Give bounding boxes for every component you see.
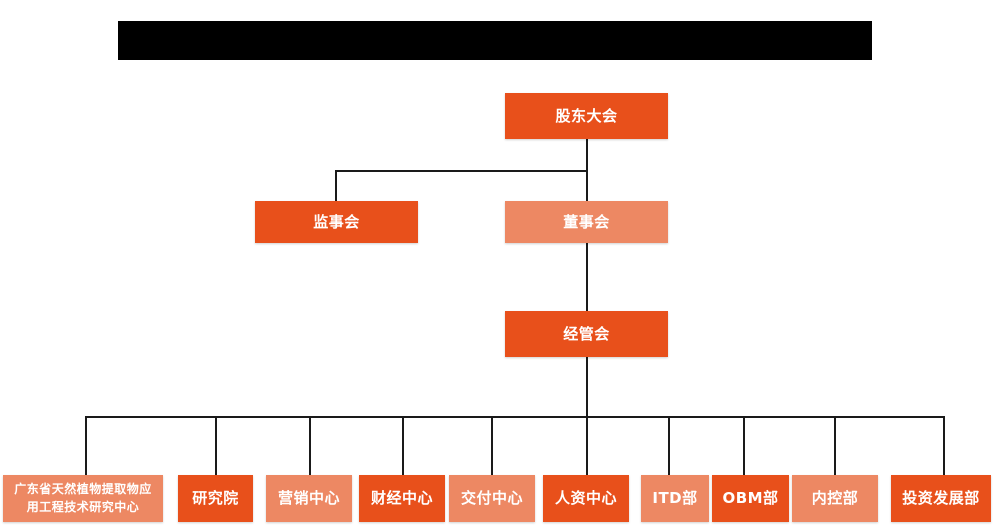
org-node-label: 广东省天然植物提取物应 用工程技术研究中心	[10, 481, 156, 516]
connector-drop-internal-ctrl	[834, 416, 836, 475]
org-node-label: 经管会	[563, 324, 610, 343]
connector-drop-research-ctr	[85, 416, 87, 475]
connector-drop-investment	[943, 416, 945, 475]
org-node-label-line1: 广东省天然植物提取物应	[14, 482, 152, 497]
connector-shareholders-down	[586, 139, 588, 171]
connector-to-directors	[586, 170, 588, 201]
connector-drop-institute	[215, 416, 217, 475]
connector-to-supervisors	[335, 170, 337, 201]
org-node-label: 营销中心	[277, 489, 340, 508]
org-node-label: OBM部	[722, 489, 779, 508]
connector-management-down	[586, 357, 588, 417]
connector-department-bus	[85, 416, 943, 418]
org-node-research-ctr[interactable]: 广东省天然植物提取物应 用工程技术研究中心	[3, 475, 163, 522]
org-node-label: 股东大会	[555, 106, 618, 125]
org-node-internal-ctrl[interactable]: 内控部	[792, 475, 878, 522]
connector-drop-marketing	[309, 416, 311, 475]
connector-drop-itd	[668, 416, 670, 475]
org-node-supervisors[interactable]: 监事会	[255, 201, 418, 243]
redacted-title-banner	[118, 21, 872, 60]
org-node-obm[interactable]: OBM部	[712, 475, 789, 522]
org-node-delivery[interactable]: 交付中心	[449, 475, 535, 522]
org-node-shareholders[interactable]: 股东大会	[505, 93, 668, 139]
org-node-label: 财经中心	[370, 489, 433, 508]
org-node-label-line2: 用工程技术研究中心	[26, 499, 140, 514]
org-node-label: 研究院	[192, 489, 239, 508]
org-node-label: 监事会	[313, 212, 360, 231]
connector-drop-hr	[586, 416, 588, 475]
org-node-finance[interactable]: 财经中心	[359, 475, 445, 522]
org-node-label: 董事会	[563, 212, 610, 231]
org-node-itd[interactable]: ITD部	[641, 475, 709, 522]
connector-directors-to-management	[586, 243, 588, 311]
org-node-label: 内控部	[811, 489, 859, 508]
connector-drop-obm	[743, 416, 745, 475]
connector-tier2-horizontal	[335, 170, 588, 172]
org-node-management[interactable]: 经管会	[505, 311, 668, 357]
connector-drop-delivery	[491, 416, 493, 475]
org-node-label: 交付中心	[460, 489, 523, 508]
org-node-hr[interactable]: 人资中心	[543, 475, 629, 522]
org-node-label: 人资中心	[554, 489, 617, 508]
org-node-investment[interactable]: 投资发展部	[891, 475, 991, 522]
org-node-label: ITD部	[652, 489, 698, 508]
org-node-label: 投资发展部	[902, 489, 980, 508]
org-node-marketing[interactable]: 营销中心	[266, 475, 352, 522]
connector-drop-finance	[402, 416, 404, 475]
org-node-directors[interactable]: 董事会	[505, 201, 668, 243]
org-node-institute[interactable]: 研究院	[178, 475, 253, 522]
